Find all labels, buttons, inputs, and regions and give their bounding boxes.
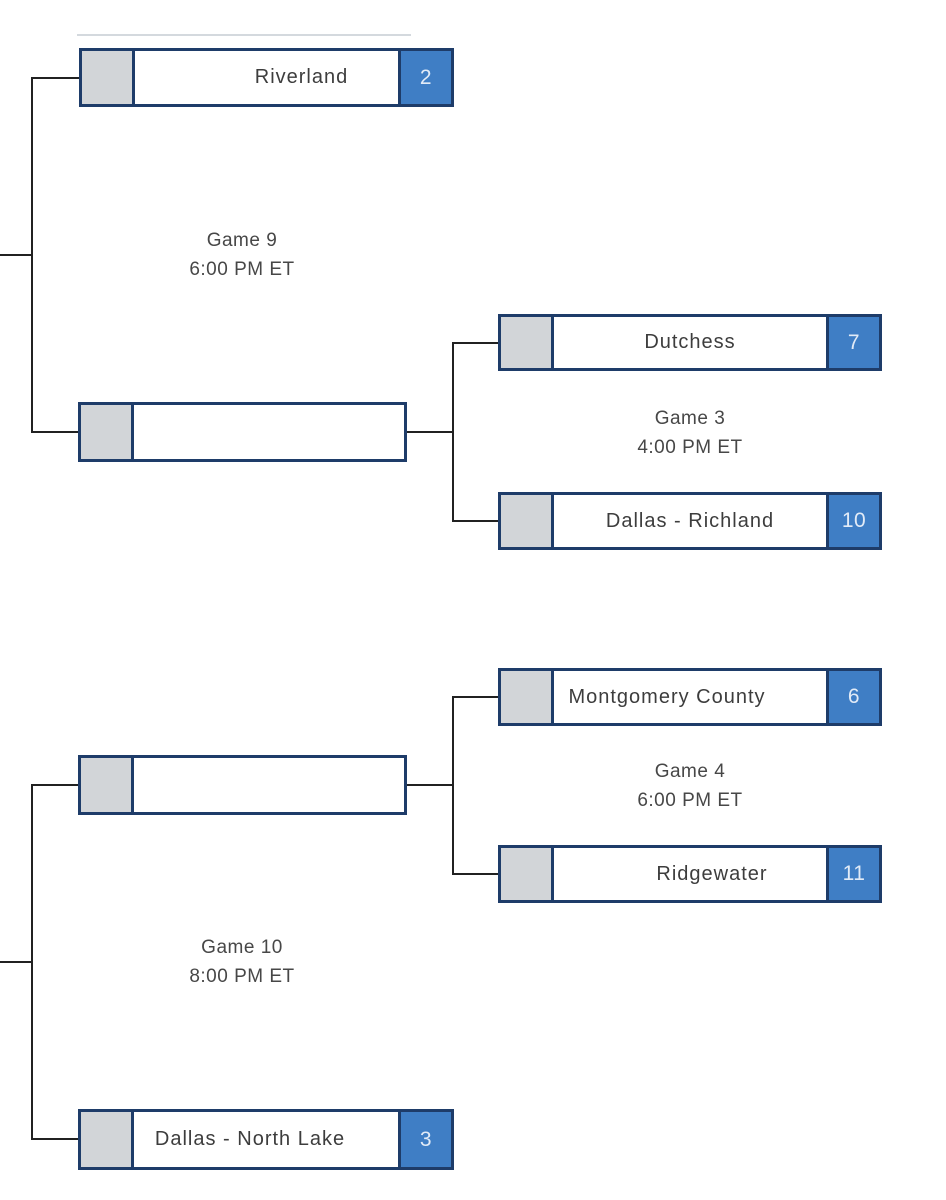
bracket-connector xyxy=(407,431,453,433)
game-time: 8:00 PM ET xyxy=(189,966,295,987)
bracket-connector xyxy=(452,342,454,522)
seed-badge: 10 xyxy=(826,495,879,547)
team-slot-dutchess[interactable]: Dutchess 7 xyxy=(498,314,882,371)
team-name-text: Dutchess xyxy=(644,331,736,353)
team-name-text: Riverland xyxy=(254,66,349,88)
team-name-text: Dallas - North Lake xyxy=(154,1128,346,1150)
seed-badge: 3 xyxy=(398,1112,451,1167)
game-info-game9: Game 9 6:00 PM ET xyxy=(132,226,352,284)
bracket-connector xyxy=(407,784,453,786)
winner-slot-game4[interactable] xyxy=(78,755,407,815)
game-info-game3: Game 3 4:00 PM ET xyxy=(580,404,800,462)
bracket-connector xyxy=(452,342,498,344)
bracket-connector xyxy=(452,696,498,698)
game-info-game10: Game 10 8:00 PM ET xyxy=(132,933,352,991)
team-name-text: Montgomery County xyxy=(568,685,766,708)
team-name: Dutchess xyxy=(554,317,826,368)
team-name-text: Ridgewater xyxy=(656,862,768,885)
team-slot-dallas-richland[interactable]: Dallas - Richland 10 xyxy=(498,492,882,550)
team-logo-placeholder xyxy=(82,51,135,104)
team-logo-placeholder xyxy=(501,671,554,723)
team-name: Montgomery County xyxy=(554,671,826,723)
team-logo-placeholder xyxy=(81,758,134,812)
bracket-connector xyxy=(0,254,33,256)
team-name: Dallas - Richland xyxy=(554,495,826,547)
team-slot-dallas-north-lake[interactable]: Dallas - North Lake 3 xyxy=(78,1109,454,1170)
seed-badge: 7 xyxy=(826,317,879,368)
team-name-empty xyxy=(134,758,404,812)
bracket-connector xyxy=(452,520,498,522)
team-logo-placeholder xyxy=(501,848,554,900)
bracket-connector xyxy=(0,961,33,963)
game-time: 6:00 PM ET xyxy=(189,259,295,280)
seed-value: 10 xyxy=(841,509,867,532)
game-number: Game 9 xyxy=(206,230,278,251)
team-slot-ridgewater[interactable]: Ridgewater 11 xyxy=(498,845,882,903)
game-number: Game 3 xyxy=(654,408,726,429)
game-time: 4:00 PM ET xyxy=(637,437,743,458)
game-number: Game 10 xyxy=(201,937,283,958)
seed-value: 6 xyxy=(847,685,861,708)
bracket-connector xyxy=(31,1138,78,1140)
seed-value: 3 xyxy=(419,1127,433,1151)
winner-slot-game3[interactable] xyxy=(78,402,407,462)
seed-value: 11 xyxy=(842,862,866,885)
bracket-connector xyxy=(31,431,78,433)
bracket-connector xyxy=(31,77,79,79)
bracket-connector xyxy=(452,873,498,875)
team-slot-montgomery-county[interactable]: Montgomery County 6 xyxy=(498,668,882,726)
game-time: 6:00 PM ET xyxy=(637,790,743,811)
game-number: Game 4 xyxy=(654,761,726,782)
game-info-game4: Game 4 6:00 PM ET xyxy=(580,757,800,815)
seed-value: 2 xyxy=(419,65,433,89)
team-slot-riverland[interactable]: Riverland 2 xyxy=(79,48,454,107)
team-logo-placeholder xyxy=(501,317,554,368)
team-name-text: Dallas - Richland xyxy=(605,509,775,532)
bracket-connector xyxy=(31,784,78,786)
team-name-empty xyxy=(134,405,404,459)
seed-badge: 2 xyxy=(398,51,451,104)
seed-badge: 6 xyxy=(826,671,879,723)
bracket-connector xyxy=(452,696,454,875)
team-name: Riverland xyxy=(135,51,398,104)
cropped-box-edge xyxy=(77,34,411,36)
team-logo-placeholder xyxy=(81,405,134,459)
seed-badge: 11 xyxy=(826,848,879,900)
team-logo-placeholder xyxy=(501,495,554,547)
team-logo-placeholder xyxy=(81,1112,134,1167)
team-name: Dallas - North Lake xyxy=(134,1112,398,1167)
seed-value: 7 xyxy=(847,330,861,354)
team-name: Ridgewater xyxy=(554,848,826,900)
